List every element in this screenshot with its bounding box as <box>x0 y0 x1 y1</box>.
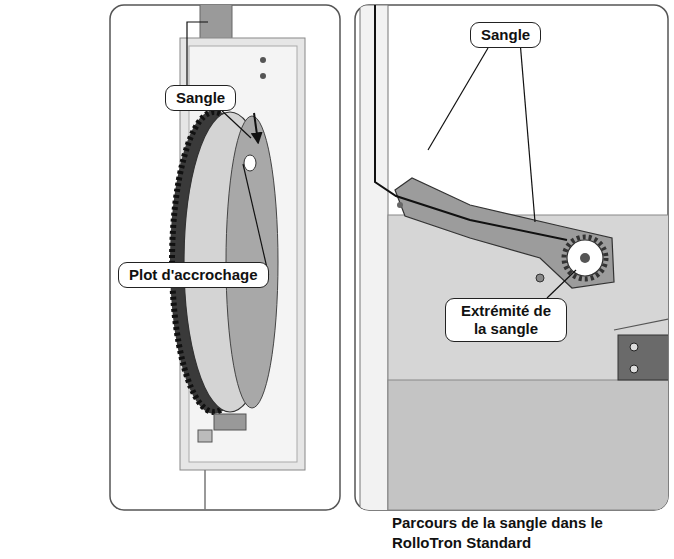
leader-line <box>187 22 208 85</box>
leader-line <box>521 48 535 222</box>
leader-line <box>547 270 576 298</box>
callout-label: Plot d'accrochage <box>129 266 258 284</box>
callout-box: Extrémité de la sangle <box>445 298 567 342</box>
leader-line <box>428 48 488 150</box>
winder-drawing <box>170 5 305 510</box>
callout-box: Sangle <box>470 22 541 48</box>
callout-box: Plot d'accrochage <box>118 262 269 288</box>
figure-caption: Parcours de la sangle dans le RolloTron … <box>392 513 637 552</box>
left-panel <box>110 5 340 510</box>
callout-label: Sangle <box>481 26 530 44</box>
callout-box: Sangle <box>165 85 236 111</box>
leader-line <box>222 111 251 138</box>
section-drawing <box>360 5 668 510</box>
callout-label: Sangle <box>176 89 225 107</box>
callout-label: Extrémité de la sangle <box>456 302 556 338</box>
leader-line <box>243 164 269 275</box>
